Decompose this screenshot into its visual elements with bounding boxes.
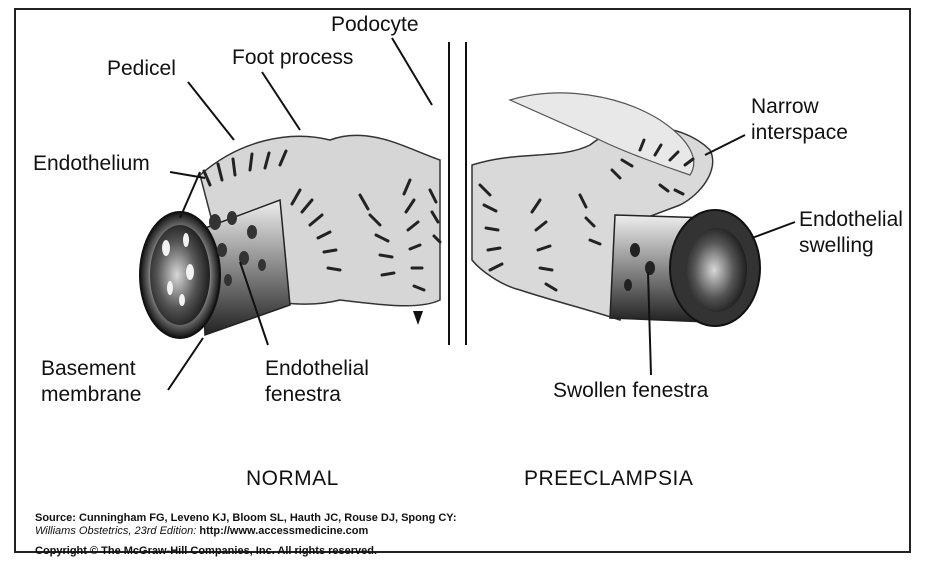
preeclampsia-vessel-drawing [472,93,760,326]
source-line1: Source: Cunningham FG, Leveno KJ, Bloom … [35,512,457,525]
label-endothelial-swelling-line2: swelling [799,233,874,258]
label-pedicel: Pedicel [107,56,176,81]
label-basement-line1: Basement [41,356,136,381]
label-podocyte: Podocyte [331,12,419,37]
source-url: http://www.accessmedicine.com [196,525,368,537]
label-narrow-interspace-line2: interspace [751,120,848,145]
normal-vessel-drawing [140,135,440,338]
source-book-title: Williams Obstetrics, 23rd Edition: [35,525,196,537]
label-endothelial-fenestra-line2: fenestra [265,382,341,407]
label-swollen-fenestra: Swollen fenestra [553,378,708,403]
label-basement-line2: membrane [41,382,141,407]
source-line2: Williams Obstetrics, 23rd Edition: http:… [35,525,368,538]
caption-normal: NORMAL [246,467,339,491]
label-endothelium: Endothelium [33,151,150,176]
label-endothelial-fenestra-line1: Endothelial [265,356,369,381]
copyright-line: Copyright © The McGraw-Hill Companies, I… [35,545,377,558]
label-narrow-interspace-line1: Narrow [751,94,819,119]
label-endothelial-swelling-line1: Endothelial [799,207,903,232]
label-foot-process: Foot process [232,45,353,70]
caption-preeclampsia: PREECLAMPSIA [524,467,693,491]
